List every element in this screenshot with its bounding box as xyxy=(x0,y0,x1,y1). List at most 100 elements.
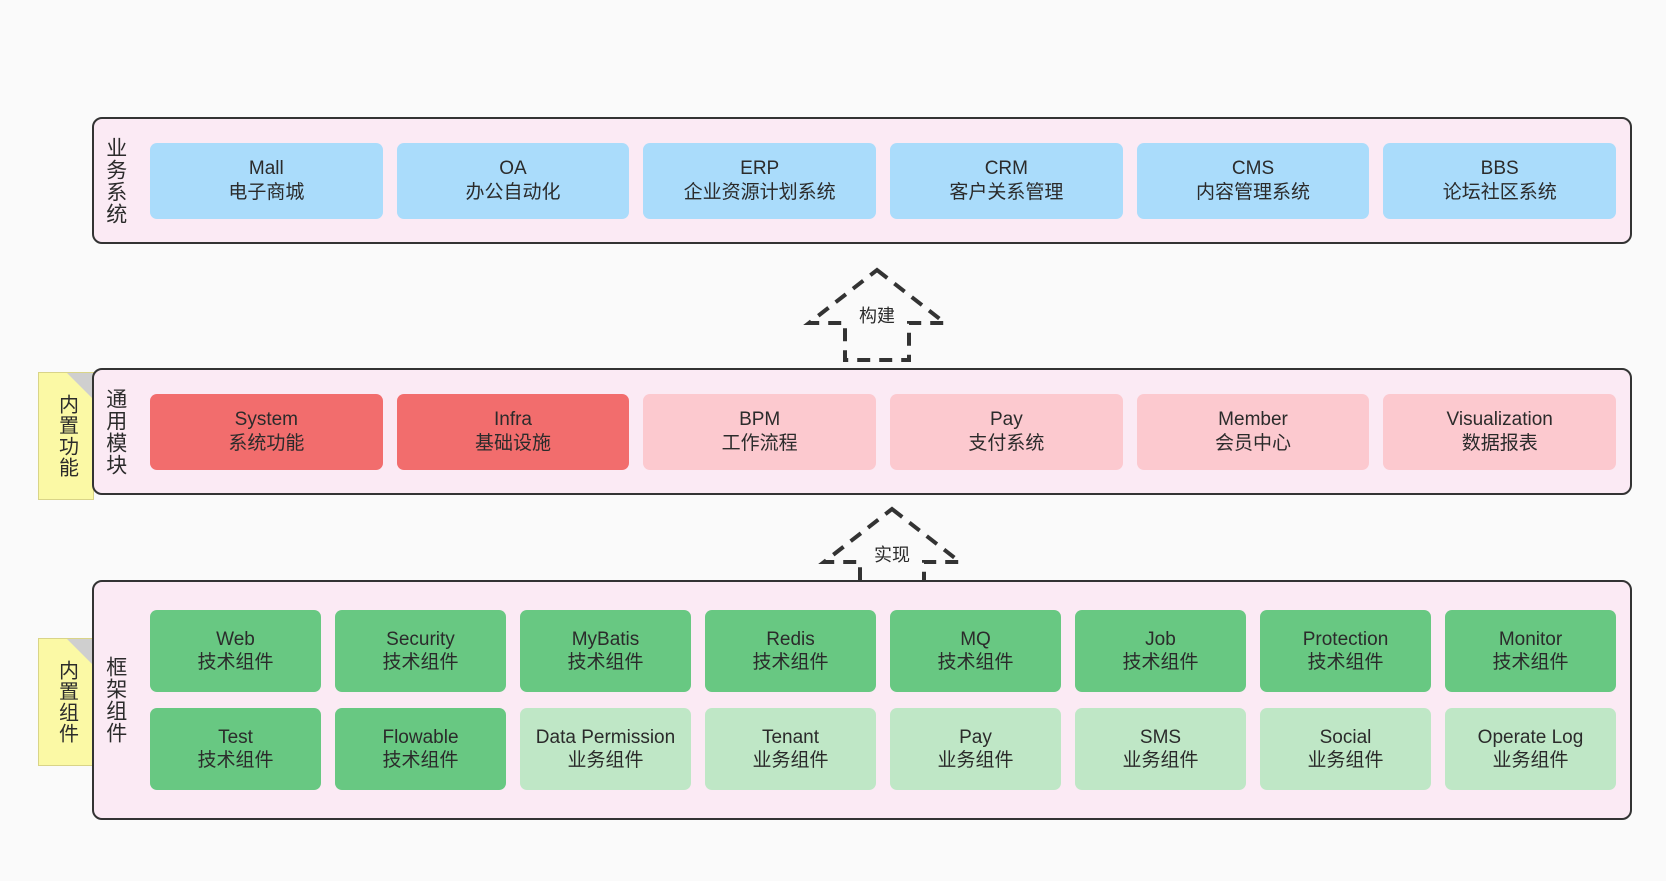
module-name: Visualization xyxy=(1446,409,1553,431)
component-pay[interactable]: Pay 业务组件 xyxy=(890,708,1061,790)
component-security[interactable]: Security 技术组件 xyxy=(335,610,506,692)
component-kind: 技术组件 xyxy=(1122,652,1199,673)
module-visualization[interactable]: Visualization 数据报表 xyxy=(1383,393,1617,470)
component-job[interactable]: Job 技术组件 xyxy=(1075,610,1246,692)
component-name: Redis xyxy=(766,628,815,650)
component-kind: 业务组件 xyxy=(1307,750,1384,771)
component-operate-log[interactable]: Operate Log 业务组件 xyxy=(1445,708,1616,790)
module-pay[interactable]: Pay 支付系统 xyxy=(890,393,1123,470)
component-name: Flowable xyxy=(382,726,459,748)
connector-build: 构建 xyxy=(797,266,957,364)
layer-row: System 系统功能 Infra 基础设施 BPM 工作流程 Pay 支付系统… xyxy=(150,393,1617,470)
module-name: CMS xyxy=(1231,158,1275,180)
component-name: Pay xyxy=(959,726,992,748)
component-name: MyBatis xyxy=(571,628,640,650)
connector-label: 构建 xyxy=(859,306,895,326)
component-name: Protection xyxy=(1302,628,1389,650)
layer-body-common: System 系统功能 Infra 基础设施 BPM 工作流程 Pay 支付系统… xyxy=(136,370,1630,493)
component-kind: 技术组件 xyxy=(1307,652,1384,673)
component-kind: 业务组件 xyxy=(937,750,1014,771)
module-member[interactable]: Member 会员中心 xyxy=(1136,393,1370,470)
module-crm[interactable]: CRM 客户关系管理 xyxy=(890,142,1123,219)
layer-body-framework: Web 技术组件 Security 技术组件 MyBatis 技术组件 Redi… xyxy=(136,582,1630,818)
component-name: Web xyxy=(216,628,255,650)
module-bpm[interactable]: BPM 工作流程 xyxy=(643,393,877,470)
note-fold-corner-icon xyxy=(67,373,93,399)
module-system[interactable]: System 系统功能 xyxy=(150,393,383,470)
component-kind: 技术组件 xyxy=(197,652,274,673)
component-social[interactable]: Social 业务组件 xyxy=(1260,708,1431,790)
layer-common-modules: 通用模块 System 系统功能 Infra 基础设施 BPM 工作流程 Pay… xyxy=(92,368,1632,495)
note-text: 内置功能 xyxy=(55,394,78,478)
component-kind: 技术组件 xyxy=(197,750,274,771)
component-name: Test xyxy=(218,726,253,748)
module-mall[interactable]: Mall 电子商城 xyxy=(150,142,383,219)
module-infra[interactable]: Infra 基础设施 xyxy=(396,393,630,470)
component-flowable[interactable]: Flowable 技术组件 xyxy=(335,708,506,790)
layer-row: Web 技术组件 Security 技术组件 MyBatis 技术组件 Redi… xyxy=(150,610,1616,692)
module-desc: 系统功能 xyxy=(228,432,305,454)
module-name: BBS xyxy=(1480,158,1519,180)
component-name: Security xyxy=(386,628,455,650)
component-protection[interactable]: Protection 技术组件 xyxy=(1260,610,1431,692)
layer-row: Mall 电子商城 OA 办公自动化 ERP 企业资源计划系统 CRM 客户关系… xyxy=(150,142,1617,219)
component-kind: 技术组件 xyxy=(382,652,459,673)
component-name: Monitor xyxy=(1498,628,1563,650)
layer-title-framework: 框架组件 xyxy=(103,656,127,744)
note-text: 内置组件 xyxy=(55,660,78,744)
component-kind: 业务组件 xyxy=(567,750,644,771)
component-name: Job xyxy=(1145,628,1176,650)
module-desc: 支付系统 xyxy=(968,432,1045,454)
module-desc: 基础设施 xyxy=(475,432,552,454)
connector-label: 实现 xyxy=(874,545,910,565)
module-cms[interactable]: CMS 内容管理系统 xyxy=(1136,142,1370,219)
component-tenant[interactable]: Tenant 业务组件 xyxy=(705,708,876,790)
component-name: Tenant xyxy=(761,726,820,748)
note-fold-corner-icon xyxy=(67,639,93,665)
module-name: Mall xyxy=(248,158,284,180)
module-erp[interactable]: ERP 企业资源计划系统 xyxy=(643,142,877,219)
module-desc: 电子商城 xyxy=(228,181,305,203)
layer-business-system: 业务系统 Mall 电子商城 OA 办公自动化 ERP 企业资源计划系统 CRM… xyxy=(92,117,1632,244)
module-name: BPM xyxy=(739,409,781,431)
module-desc: 会员中心 xyxy=(1215,432,1292,454)
module-name: OA xyxy=(499,158,527,180)
layer-title-business: 业务系统 xyxy=(103,136,127,225)
component-name: SMS xyxy=(1139,726,1182,748)
component-mq[interactable]: MQ 技术组件 xyxy=(890,610,1061,692)
module-desc: 企业资源计划系统 xyxy=(683,181,836,203)
module-bbs[interactable]: BBS 论坛社区系统 xyxy=(1383,142,1617,219)
module-desc: 论坛社区系统 xyxy=(1442,181,1557,203)
component-kind: 业务组件 xyxy=(1492,750,1569,771)
component-kind: 技术组件 xyxy=(1492,652,1569,673)
component-data-permission[interactable]: Data Permission 业务组件 xyxy=(520,708,691,790)
module-desc: 办公自动化 xyxy=(465,181,561,203)
component-redis[interactable]: Redis 技术组件 xyxy=(705,610,876,692)
module-desc: 数据报表 xyxy=(1461,432,1538,454)
connector-implement: 实现 xyxy=(812,505,972,603)
module-name: Member xyxy=(1218,409,1288,431)
component-kind: 技术组件 xyxy=(937,652,1014,673)
module-name: System xyxy=(234,409,299,431)
module-name: Infra xyxy=(493,409,533,431)
module-desc: 内容管理系统 xyxy=(1196,181,1311,203)
component-sms[interactable]: SMS 业务组件 xyxy=(1075,708,1246,790)
module-desc: 工作流程 xyxy=(721,432,798,454)
module-name: Pay xyxy=(989,409,1023,431)
layer-body-business: Mall 电子商城 OA 办公自动化 ERP 企业资源计划系统 CRM 客户关系… xyxy=(136,119,1630,242)
component-kind: 技术组件 xyxy=(567,652,644,673)
component-kind: 业务组件 xyxy=(1122,750,1199,771)
module-oa[interactable]: OA 办公自动化 xyxy=(396,142,630,219)
layer-framework-components: 框架组件 Web 技术组件 Security 技术组件 MyBatis 技术组件… xyxy=(92,580,1632,820)
component-mybatis[interactable]: MyBatis 技术组件 xyxy=(520,610,691,692)
component-test[interactable]: Test 技术组件 xyxy=(150,708,321,790)
layer-row: Test 技术组件 Flowable 技术组件 Data Permission … xyxy=(150,708,1616,790)
component-kind: 技术组件 xyxy=(752,652,829,673)
component-web[interactable]: Web 技术组件 xyxy=(150,610,321,692)
component-monitor[interactable]: Monitor 技术组件 xyxy=(1445,610,1616,692)
module-name: CRM xyxy=(984,158,1028,180)
component-name: MQ xyxy=(960,628,991,650)
component-kind: 技术组件 xyxy=(382,750,459,771)
note-builtin-function: 内置功能 xyxy=(38,372,94,500)
